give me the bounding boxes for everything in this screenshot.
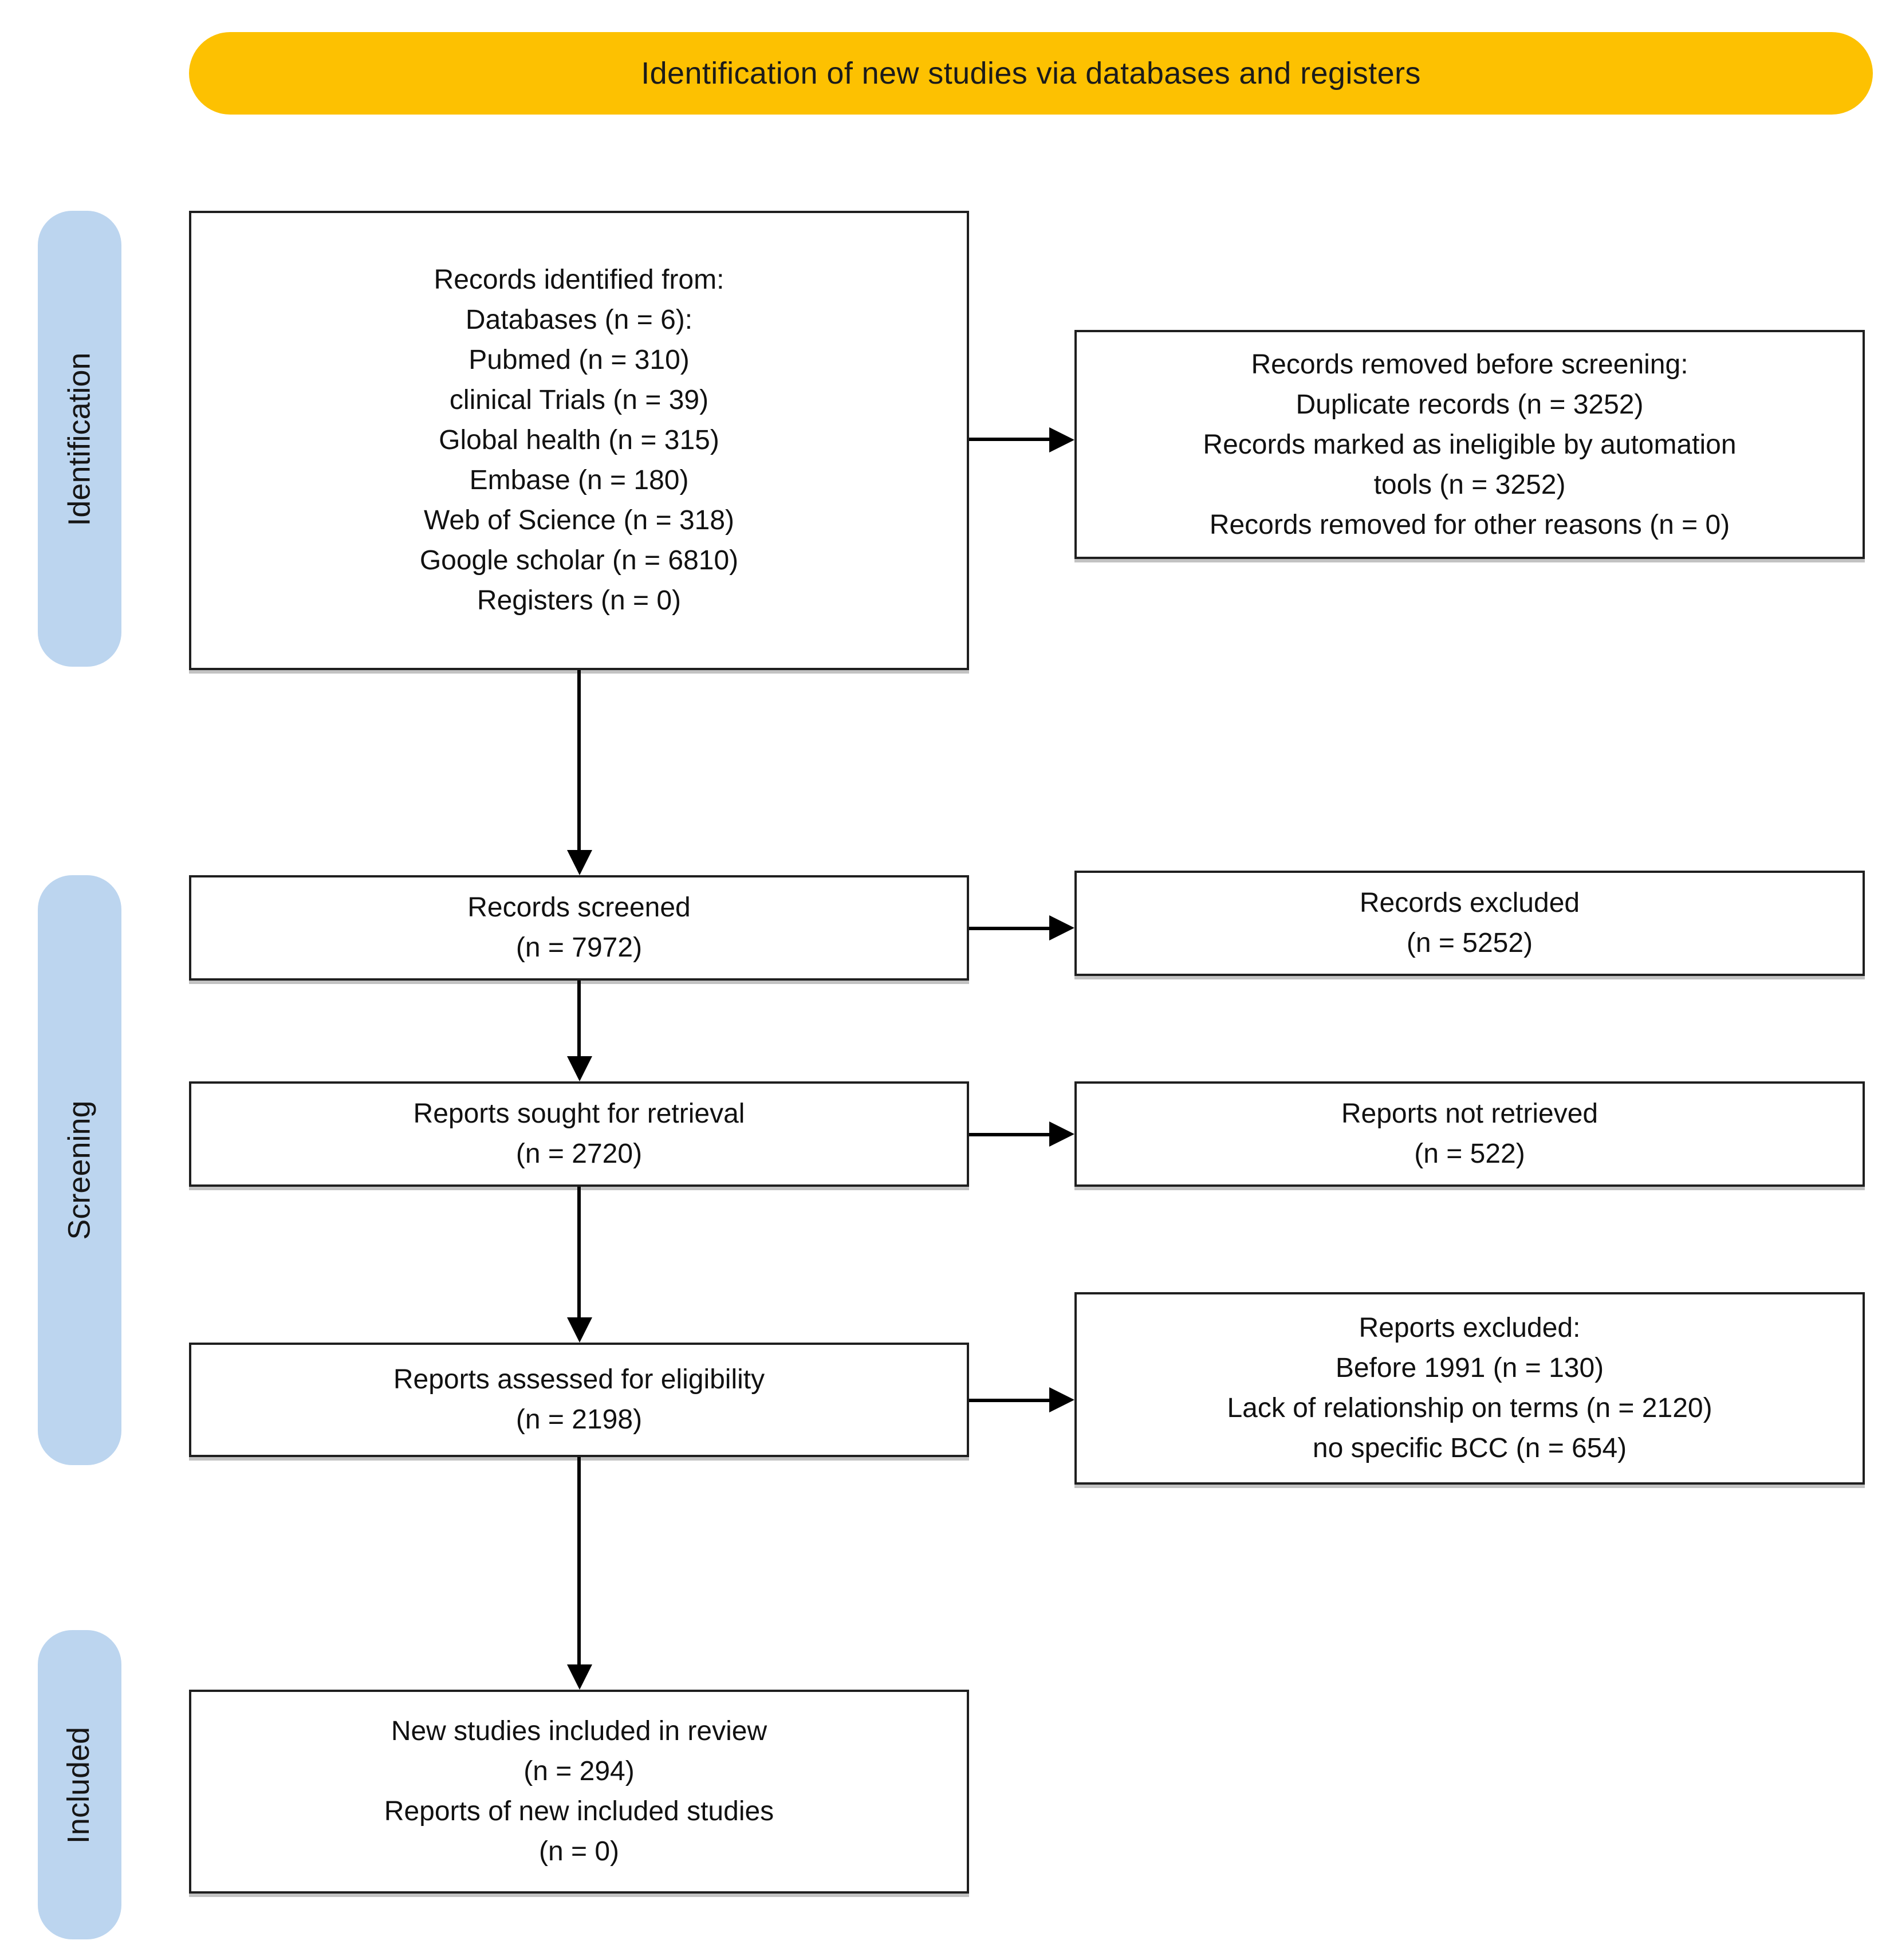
arrow-line <box>577 670 581 852</box>
box-text-line: Reports assessed for eligibility <box>393 1364 765 1395</box>
stage-label-screening-text: Screening <box>62 1100 96 1240</box>
box-records-screened: Records screened (n = 7972) <box>189 875 969 981</box>
box-text-line: (n = 7972) <box>515 932 643 963</box>
box-reports-assessed-for-eligibility: Reports assessed for eligibility (n = 219… <box>189 1343 969 1457</box>
box-text-line: Before 1991 (n = 130) <box>1335 1353 1604 1384</box>
arrowhead-right-icon <box>1049 427 1074 452</box>
arrowhead-right-icon <box>1049 1387 1074 1412</box>
arrowhead-right-icon <box>1049 915 1074 940</box>
box-reports-not-retrieved: Reports not retrieved (n = 522) <box>1074 1081 1865 1187</box>
stage-label-included-text: Included <box>62 1726 96 1844</box>
box-text-line: (n = 5252) <box>1406 928 1533 959</box>
box-text-line: Records screened <box>467 892 691 923</box>
banner-identification-via-databases: Identification of new studies via databa… <box>189 32 1873 115</box>
box-new-studies-included: New studies included in review (n = 294) R… <box>189 1690 969 1894</box>
arrowhead-down-icon <box>566 1664 592 1690</box>
arrow-line <box>969 926 1052 930</box>
box-text-line: Google scholar (n = 6810) <box>419 545 739 576</box>
box-text-line: New studies included in review <box>391 1716 767 1747</box>
stage-label-screening: Screening <box>38 875 121 1465</box>
box-text-line: (n = 294) <box>523 1756 635 1787</box>
box-records-removed-before-screening: Records removed before screening: Duplica… <box>1074 330 1865 559</box>
box-text-line: Web of Science (n = 318) <box>423 505 735 536</box>
box-text-line: Global health (n = 315) <box>439 425 719 456</box>
arrowhead-down-icon <box>566 1317 592 1343</box>
box-text-line: Lack of relationship on terms (n = 2120) <box>1227 1393 1712 1424</box>
box-text-line: (n = 2720) <box>515 1139 643 1170</box>
arrow-line <box>969 438 1052 441</box>
box-text-line: Reports not retrieved <box>1341 1099 1599 1129</box>
box-text-line: Reports of new included studies <box>384 1796 774 1827</box>
stage-label-identification-text: Identification <box>62 352 97 526</box>
arrowhead-right-icon <box>1049 1121 1074 1147</box>
box-records-identified: Records identified from: Databases (n = 6… <box>189 211 969 670</box>
box-records-excluded: Records excluded (n = 5252) <box>1074 871 1865 976</box>
arrowhead-down-icon <box>566 850 592 875</box>
arrow-line <box>969 1398 1052 1402</box>
box-text-line: clinical Trials (n = 39) <box>449 385 709 416</box>
arrowhead-down-icon <box>566 1056 592 1081</box>
box-text-line: Pubmed (n = 310) <box>468 345 690 376</box>
stage-label-identification: Identification <box>38 211 121 667</box>
box-text-line: tools (n = 3252) <box>1373 469 1566 500</box>
box-text-line: no specific BCC (n = 654) <box>1312 1433 1627 1464</box>
box-text-line: Records excluded <box>1359 888 1580 919</box>
box-text-line: (n = 2198) <box>515 1404 643 1435</box>
box-text-line: Records removed before screening: <box>1251 349 1688 380</box>
box-text-line: Records identified from: <box>434 265 725 296</box>
box-text-line: (n = 0) <box>538 1836 620 1867</box>
box-reports-excluded: Reports excluded: Before 1991 (n = 130) La… <box>1074 1292 1865 1485</box>
box-text-line: Reports excluded: <box>1359 1313 1581 1344</box>
box-text-line: (n = 522) <box>1414 1139 1525 1170</box>
arrow-line <box>577 1457 581 1667</box>
arrow-line <box>577 981 581 1058</box>
stage-label-included: Included <box>38 1630 121 1939</box>
box-text-line: Records marked as ineligible by automati… <box>1203 429 1737 460</box>
box-text-line: Reports sought for retrieval <box>413 1099 745 1129</box>
box-text-line: Databases (n = 6): <box>465 305 693 336</box>
box-text-line: Records removed for other reasons (n = 0… <box>1209 509 1730 540</box>
box-text-line: Embase (n = 180) <box>469 465 689 496</box>
arrow-line <box>577 1187 581 1320</box>
arrow-line <box>969 1132 1052 1136</box>
box-text-line: Duplicate records (n = 3252) <box>1296 389 1644 420</box>
box-text-line: Registers (n = 0) <box>477 585 682 616</box>
box-reports-sought-for-retrieval: Reports sought for retrieval (n = 2720) <box>189 1081 969 1187</box>
